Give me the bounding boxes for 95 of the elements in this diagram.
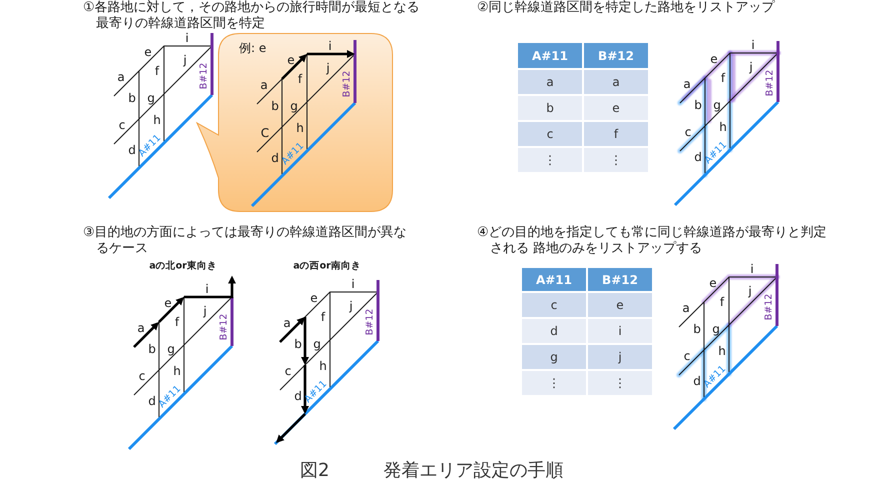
table-cell: i: [588, 319, 652, 343]
street-letter: j: [749, 61, 753, 73]
road-label: B#12: [342, 70, 352, 98]
step-heading: ①各路地に対して，その路地からの旅行時間が最短となる最寄りの幹線道路区間を特定: [83, 0, 420, 31]
table-cell: d: [522, 319, 586, 343]
street-letter: e: [164, 297, 172, 309]
street-letter: h: [718, 345, 726, 357]
street-letter: d: [271, 152, 279, 164]
example-text: 例: e: [239, 41, 266, 55]
street-letter: i: [750, 263, 754, 275]
street-letter: j: [183, 54, 187, 66]
street-letter: a: [117, 71, 125, 83]
street-letter: i: [328, 40, 332, 52]
street-letter: a: [137, 322, 145, 334]
street-letter: f: [320, 311, 326, 323]
road-label: B#12: [199, 62, 209, 90]
callout-bubble: [196, 33, 393, 212]
table-cell: ⋮: [522, 371, 586, 395]
street-letter: f: [298, 73, 302, 85]
table-cell: g: [522, 345, 586, 369]
street-letter: g: [147, 92, 155, 104]
street-letter: g: [290, 100, 298, 112]
street-letter: h: [319, 360, 327, 372]
street-letter: f: [720, 72, 726, 84]
street-letter: f: [154, 65, 160, 77]
street-letter: e: [287, 54, 295, 66]
street-letter: g: [167, 343, 175, 355]
road-label: B#12: [765, 70, 775, 96]
street-letter: a: [682, 302, 690, 314]
street-letter: d: [148, 395, 156, 407]
street-letter: f: [174, 316, 180, 328]
street-letter: i: [185, 32, 189, 44]
step-heading: ②同じ幹線道路区間を特定した路地をリストアップ: [477, 0, 776, 16]
street-letter: e: [144, 46, 152, 58]
street-letter: h: [719, 121, 727, 133]
header-cell: B#12: [584, 43, 648, 68]
step-heading: ④どの目的地を指定しても常に同じ幹線道路が最寄りと判定される 路地のみをリストアップする: [477, 225, 827, 256]
street-letter: i: [351, 278, 355, 290]
street-letter: e: [310, 292, 318, 304]
street-letter: j: [349, 300, 353, 312]
table-cell: ⋮: [518, 148, 582, 172]
table-cell: ⋮: [584, 148, 648, 172]
street-letter: a: [683, 78, 691, 90]
road-label: B#12: [764, 294, 774, 320]
street-letter: d: [294, 390, 302, 402]
street-letter: h: [296, 122, 304, 134]
street-letter: d: [128, 144, 136, 156]
table-cell: e: [584, 96, 648, 120]
table-cell: f: [584, 122, 648, 146]
street-letter: c: [684, 126, 692, 138]
street-letter: j: [748, 285, 752, 297]
table-cell: a: [518, 70, 582, 94]
header-cell: B#12: [588, 268, 652, 291]
street-letter: j: [326, 62, 330, 74]
street-letter: b: [693, 323, 701, 335]
street-letter: g: [712, 323, 720, 335]
street-letter: a: [283, 317, 291, 329]
street-letter: e: [709, 277, 717, 289]
figure-caption: 図2 発着エリア設定の手順: [300, 460, 564, 482]
header-cell: A#11: [522, 268, 586, 291]
street-letter: g: [313, 338, 321, 350]
header-cell: A#11: [518, 43, 582, 68]
street-letter: e: [710, 53, 718, 65]
direction-label: aの西or南向き: [293, 261, 361, 271]
street-letter: C: [260, 127, 270, 139]
table-cell: b: [518, 96, 582, 120]
street-letter: i: [205, 283, 209, 295]
street-letter: h: [153, 114, 161, 126]
street-letter: b: [694, 99, 702, 111]
street-letter: j: [203, 305, 207, 317]
street-letter: c: [284, 365, 292, 377]
table-cell: j: [588, 345, 652, 369]
street-letter: g: [713, 99, 721, 111]
street-letter: c: [684, 350, 690, 362]
street-letter: d: [693, 375, 701, 387]
street-letter: c: [138, 370, 146, 382]
table-cell: a: [584, 70, 648, 94]
direction-label: aの北or東向き: [149, 261, 217, 271]
street-letter: b: [271, 100, 279, 112]
road-label: B#12: [219, 314, 229, 340]
road-label: B#12: [365, 308, 375, 336]
street-letter: d: [694, 151, 702, 163]
table-cell: c: [522, 293, 586, 317]
street-letter: a: [260, 79, 268, 91]
street-letter: h: [173, 365, 181, 377]
street-letter: b: [294, 338, 302, 350]
street-letter: b: [128, 92, 136, 104]
table-cell: ⋮: [588, 371, 652, 395]
street-letter: f: [720, 296, 724, 308]
table-cell: e: [588, 293, 652, 317]
street-letter: b: [148, 343, 156, 355]
street-letter: c: [118, 119, 126, 131]
table-cell: c: [518, 122, 582, 146]
street-letter: i: [751, 39, 755, 51]
step-heading: ③目的地の方面によっては最寄りの幹線道路区間が異なるケース: [83, 225, 407, 256]
